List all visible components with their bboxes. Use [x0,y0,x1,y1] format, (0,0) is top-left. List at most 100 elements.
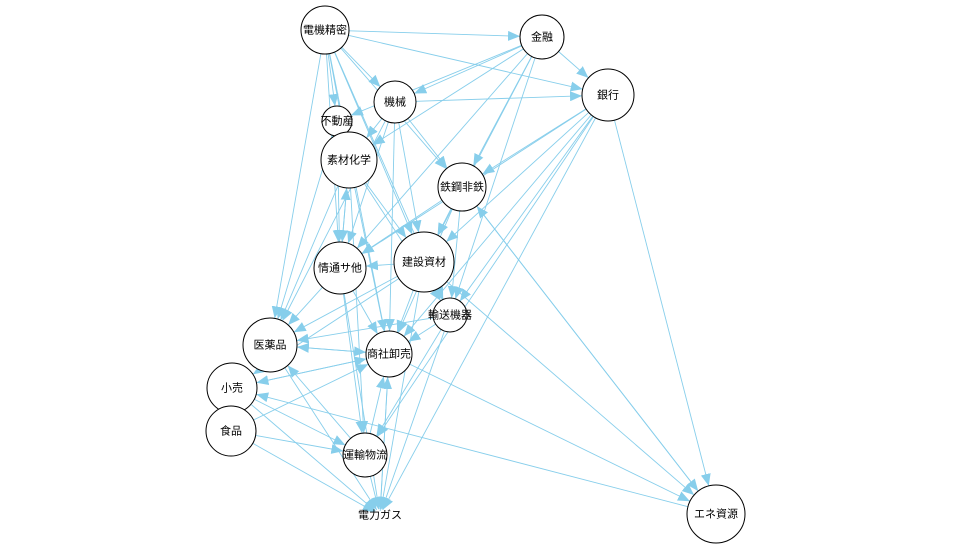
node-joho: 情通サ他 [313,241,367,295]
node-circle-ene [686,484,746,544]
edge-joho-sozai [340,187,351,243]
node-label-shosha: 商社卸売 [367,347,411,361]
node-label-yuso: 輸送機器 [428,308,472,322]
node-denryoku: 電力ガス [358,509,402,522]
edge-unyu-iyaku [287,365,351,439]
node-tekko: 鉄鋼非鉄 [437,162,487,212]
node-label-iyaku: 医薬品 [254,339,287,352]
node-label-kinyu: 金融 [531,30,553,44]
edge-kensetsu-denryoku [378,291,420,510]
node-label-ene: エネ資源 [694,507,738,521]
node-shosha: 商社卸売 [365,330,413,378]
edge-kinyu-kikai [414,45,523,94]
edge-ginko-shosha [403,114,592,337]
node-circle-kikai [373,80,417,124]
edge-tekko-joho [361,199,443,254]
edge-kikai-sozai [366,118,383,139]
node-ene: エネ資源 [686,484,746,544]
edge-joho-iyaku [287,286,323,326]
node-circle-denki [300,5,350,55]
node-circle-iyaku [242,317,298,373]
node-denki: 電機精密 [300,5,350,55]
node-circle-kensetsu [393,231,455,293]
edge-yuso-denryoku [381,330,445,510]
edge-kensetsu-yuso [432,286,443,300]
node-label-unyu: 運輸物流 [343,448,387,462]
edge-kikai-joho [347,121,389,244]
edge-denki-iyaku [271,53,322,319]
edge-tekko-kensetsu [437,208,452,236]
node-label-kouri: 小売 [221,382,243,395]
node-label-denryoku: 電力ガス [358,509,402,522]
edge-kouri-unyu [254,398,346,446]
edge-kinyu-joho [356,53,528,249]
edge-ene-kouri [256,392,689,508]
node-circle-kinyu [519,14,565,60]
edge-sozai-unyu [350,187,369,434]
edge-kouri-denryoku [250,403,376,512]
edge-yuso-iyaku [296,317,434,344]
edges-layer [226,30,711,513]
edge-ginko-yuso [459,115,594,302]
node-fudo: 不動産 [321,105,354,137]
edge-kikai-shosha [384,122,395,332]
node-circle-ginko [581,68,635,122]
edge-denki-ginko [348,34,583,92]
edge-kikai-ginko [415,91,583,102]
edge-kikai-kensetsu [398,122,422,233]
edge-joho-shosha [352,290,379,335]
edge-joho-unyu [342,293,366,434]
node-iyaku: 医薬品 [242,317,298,373]
edge-kensetsu-ene [446,281,695,496]
node-ginko: 銀行 [581,68,635,122]
edge-shosha-iyaku [296,342,367,353]
node-unyu: 運輸物流 [342,432,388,478]
node-sozai: 素材化学 [320,131,378,189]
node-label-kikai: 機械 [384,95,406,109]
node-label-sozai: 素材化学 [327,153,371,167]
node-circle-yuso [432,297,468,333]
node-label-fudo: 不動産 [321,114,354,128]
node-label-tekko: 鉄鋼非鉄 [440,180,484,194]
edge-iyaku-denryoku [284,367,378,511]
edge-kouri-shosha [256,356,367,384]
node-kinyu: 金融 [519,14,565,60]
node-shoku: 食品 [205,405,257,457]
edge-kikai-tekko [407,118,448,169]
node-label-shoku: 食品 [220,424,242,438]
node-label-kensetsu: 建設資材 [402,255,446,269]
edge-shoku-denryoku [252,442,375,513]
edge-unyu-shosha [369,376,386,434]
edge-denki-shosha [329,53,388,332]
edge-tekko-yuso [447,210,461,299]
edge-sozai-iyaku [280,185,339,321]
edge-unyu-denryoku [369,476,381,510]
edge-ginko-ene [614,120,711,487]
edge-kinyu-ginko [558,51,589,79]
node-label-joho: 情通サ他 [318,262,362,275]
edge-ene-tekko [476,205,699,492]
node-label-ginko: 銀行 [597,88,619,102]
node-yuso: 輸送機器 [428,297,472,333]
edge-ginko-kensetsu [445,112,590,243]
edge-denki-fudo [327,53,339,107]
edge-ginko-denryoku [382,117,596,510]
edge-kensetsu-joho [365,260,395,271]
edge-yuso-unyu [376,329,442,437]
edge-kensetsu-shosha [396,289,414,333]
node-circle-shosha [365,330,413,378]
node-circle-unyu [342,432,388,478]
edge-denki-kinyu [348,30,521,41]
edge-yuso-shosha [408,323,436,342]
edge-kinyu-sozai [372,48,524,146]
node-label-denki: 電機精密 [303,23,347,37]
edge-ginko-unyu [376,116,594,438]
edge-denki-kikai [341,46,381,88]
edge-shosha-ene [409,363,691,502]
node-circle-sozai [320,131,378,189]
edge-shoku-unyu [255,434,344,454]
node-kouri: 小売 [206,362,258,414]
node-circle-tekko [437,162,487,212]
